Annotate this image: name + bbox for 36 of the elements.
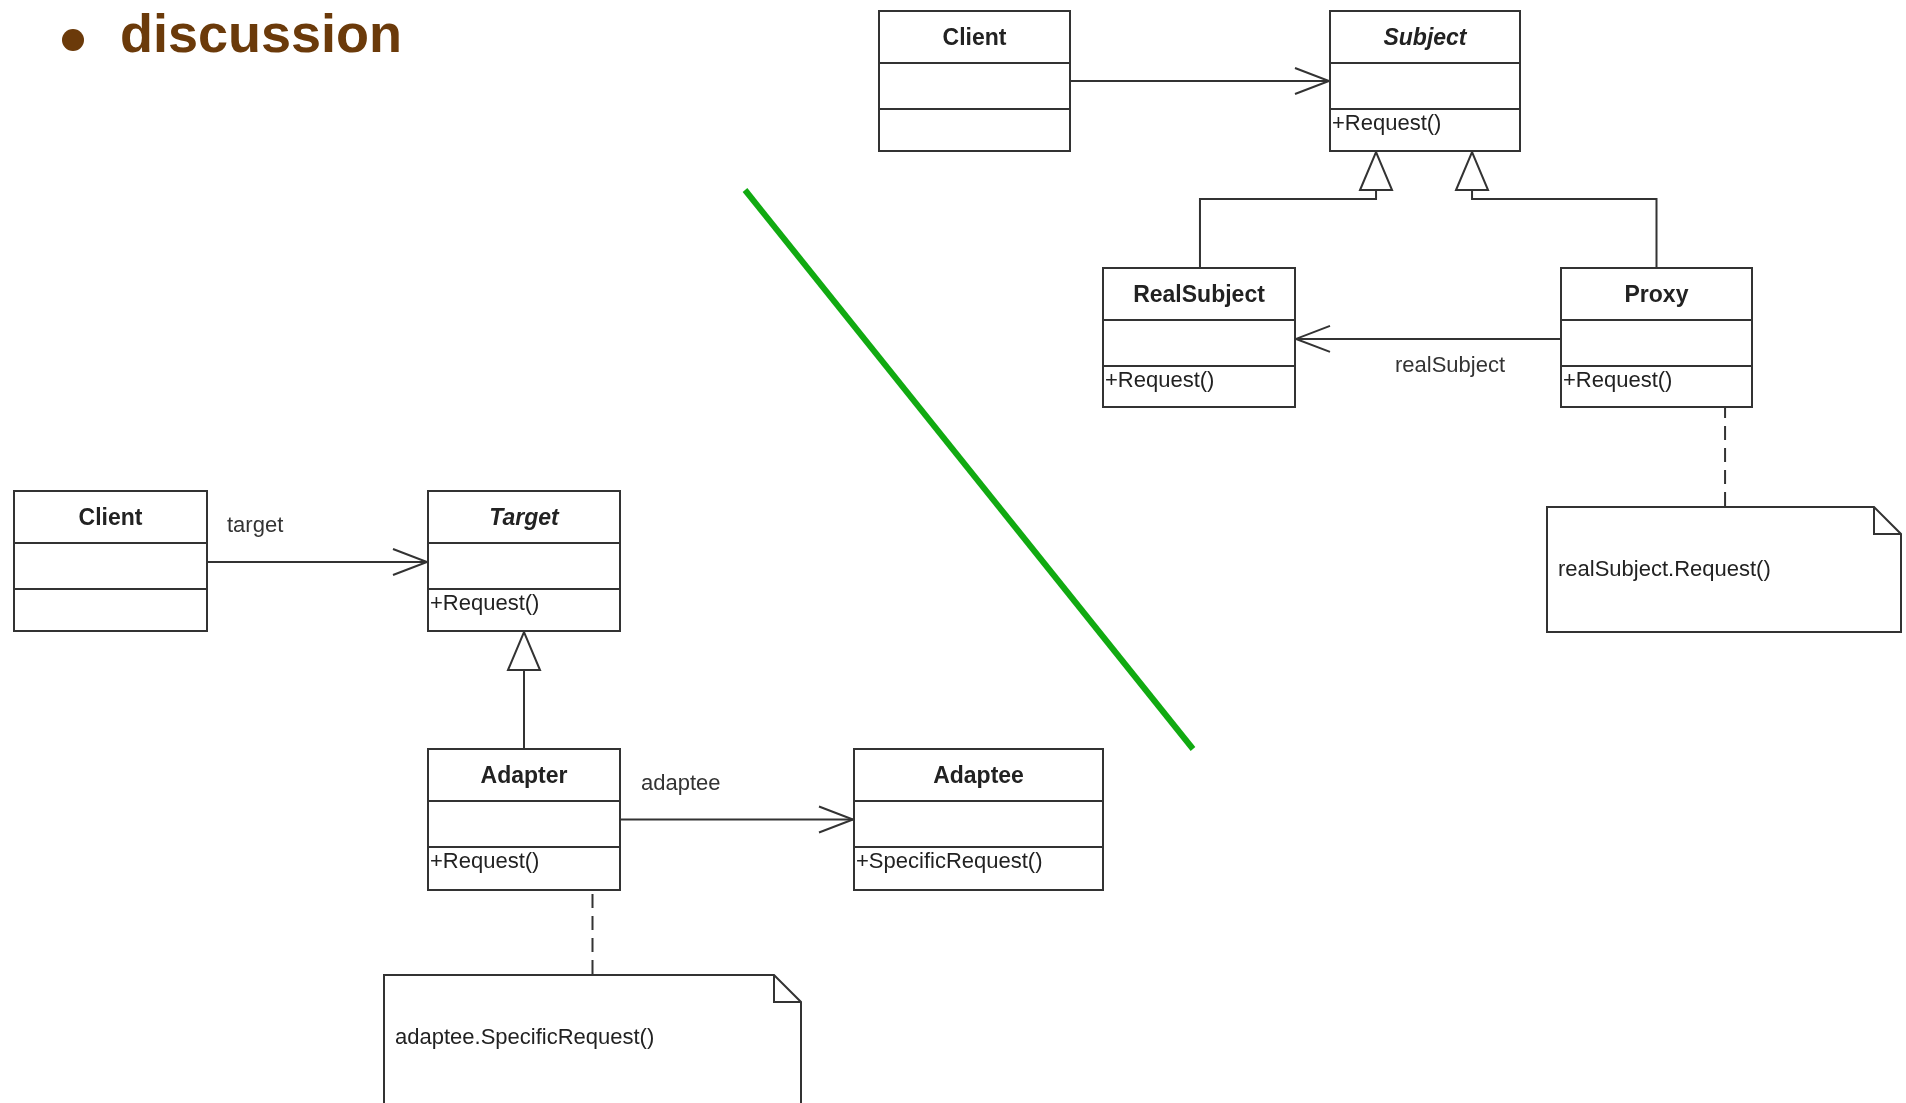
class-box [1329, 10, 1521, 152]
class-box [853, 748, 1104, 891]
inheritance-arrow [1198, 151, 1394, 268]
class-box [13, 490, 208, 632]
class-name: Client [78, 503, 143, 531]
class-box [1102, 267, 1296, 408]
class-name: Adaptee [933, 761, 1024, 789]
slide-title: discussion [120, 2, 403, 64]
class-name: Proxy [1624, 280, 1689, 308]
method-text: +Request() [1562, 367, 1674, 393]
association-arrow [1295, 324, 1561, 353]
class-box [1560, 267, 1753, 408]
class-name: RealSubject [1133, 280, 1265, 308]
class-box [427, 748, 621, 891]
edge-label: target [227, 512, 284, 538]
method-text: +Request() [1104, 367, 1216, 393]
method-text: +Request() [429, 590, 541, 616]
edge-label: realSubject [1395, 352, 1506, 378]
method-text: +SpecificRequest() [855, 848, 1044, 874]
association-arrow [1070, 67, 1330, 95]
class-name: Client [942, 23, 1007, 51]
inheritance-arrow [507, 631, 541, 749]
edge-label: adaptee [641, 770, 721, 796]
note-connector [1724, 407, 1727, 507]
class-name: Target [489, 503, 559, 531]
association-arrow [620, 805, 854, 834]
class-box [878, 10, 1071, 152]
class-name: Adapter [480, 761, 568, 789]
association-arrow [207, 548, 428, 576]
class-box [427, 490, 621, 632]
note-text: realSubject.Request() [1558, 556, 1771, 582]
method-text: +Request() [1331, 110, 1443, 136]
inheritance-arrow [1455, 151, 1658, 268]
class-name: Subject [1383, 23, 1467, 51]
note-text: adaptee.SpecificRequest() [395, 1024, 655, 1050]
method-text: +Request() [429, 848, 541, 874]
